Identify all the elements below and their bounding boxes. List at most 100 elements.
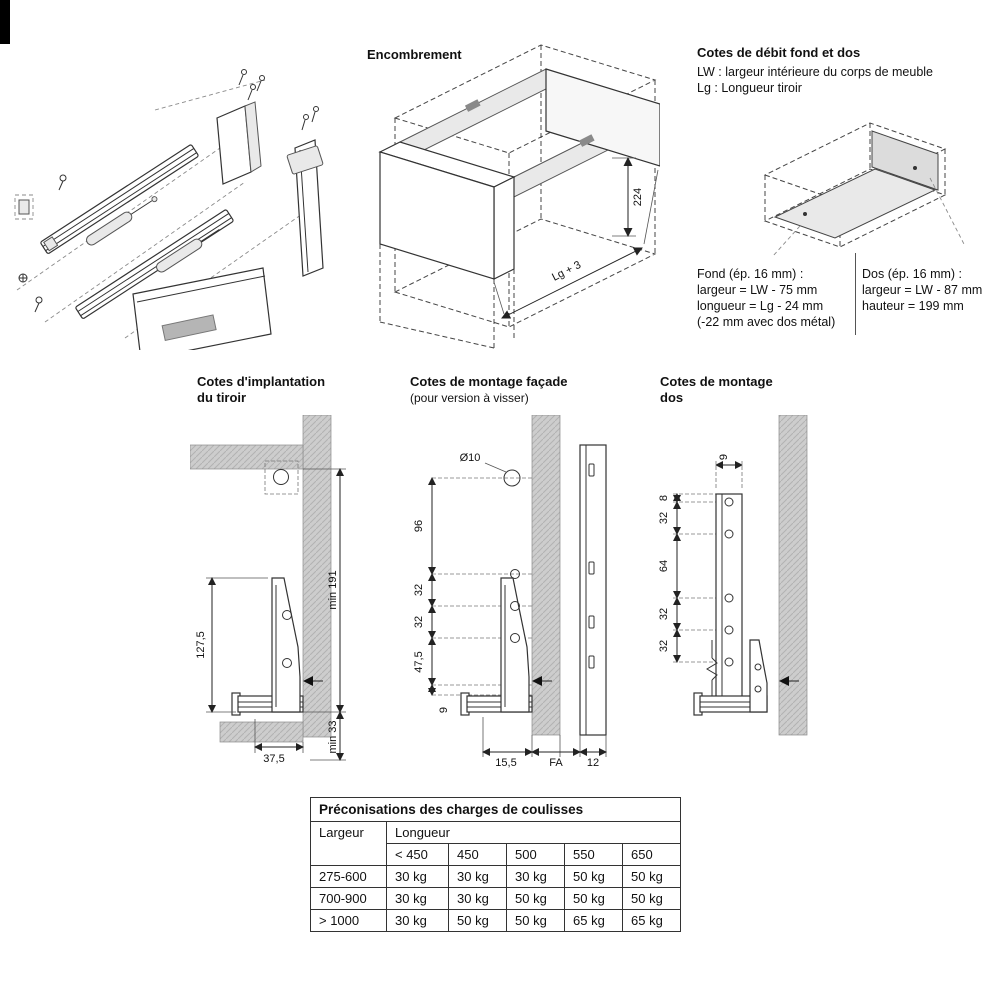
load-cell: 65 kg [564, 909, 623, 932]
length-col-header: 500 [506, 843, 565, 866]
dim-label-32b: 32 [658, 608, 670, 620]
fond-length: longueur = Lg - 24 mm [697, 299, 824, 313]
length-col-header: < 450 [386, 843, 449, 866]
implantation-title-line1: Cotes d'implantation [197, 374, 326, 389]
load-cell: 50 kg [564, 865, 623, 888]
load-capacity-table: Préconisations des charges de coulisses … [310, 797, 681, 932]
cabinet-top-panel [190, 444, 304, 470]
implantation-title-line2: du tiroir [197, 390, 247, 405]
dimension-min-33: min 33 [310, 711, 346, 761]
table-row: > 1000 30 kg 50 kg 50 kg 65 kg 65 kg [310, 909, 681, 932]
back-panel-dos [871, 130, 939, 191]
dimension-127-5: 127,5 [195, 577, 268, 713]
encombrement-drawing: 224 Lg + 3 [378, 44, 660, 349]
dim-label-d10: Ø10 [460, 452, 481, 464]
drawer-side-profile [271, 577, 301, 713]
dim-label-12: 12 [587, 757, 599, 769]
back-panel-strip [715, 493, 743, 701]
load-cell: 65 kg [622, 909, 681, 932]
dim-label-min-191: min 191 [327, 570, 339, 609]
drill-hole-d10: Ø10 [460, 452, 521, 487]
debit-lg-definition: Lg : Longueur tiroir [697, 81, 802, 95]
dim-label-47-5: 47,5 [413, 651, 425, 672]
load-cell: 30 kg [506, 865, 565, 888]
break-symbol [706, 640, 718, 696]
debit-title: Cotes de débit fond et dos [697, 45, 861, 60]
dim-label-min-33: min 33 [327, 720, 339, 753]
bottom-dimension-chain: 15,5 FA 12 [482, 717, 607, 769]
load-cell: 30 kg [448, 887, 507, 910]
dos-leader-line [929, 177, 966, 247]
load-cell: 30 kg [386, 887, 449, 910]
dimension-min-191: min 191 [303, 468, 346, 713]
drawer-body [378, 68, 660, 280]
side-rail-assembly-right [286, 106, 324, 277]
small-fittings [14, 174, 67, 313]
dim-label-32c: 32 [658, 640, 670, 652]
facade-title-line1: Cotes de montage façade [410, 374, 568, 389]
dos-width: largeur = LW - 87 mm [862, 283, 983, 297]
load-cell: 30 kg [386, 865, 449, 888]
front-panel-part [132, 267, 272, 350]
page-corner-mark [0, 0, 10, 44]
dim-label-32a: 32 [658, 512, 670, 524]
dim-label-fa: FA [549, 757, 563, 769]
facade-title-line2: (pour version à visser) [410, 391, 529, 405]
dim-label-8: 8 [658, 495, 670, 501]
table-title: Préconisations des charges de coulisses [310, 797, 681, 822]
dim-label-32b: 32 [413, 616, 425, 628]
exploded-assembly-drawing [14, 69, 324, 350]
cabinet-side-panel [531, 415, 561, 736]
vertical-dimension-chain: 96 32 32 47,5 9 [413, 477, 450, 713]
dim-label-9: 9 [718, 454, 730, 460]
cabinet-side-panel [778, 415, 808, 736]
montage-dos-title-line2: dos [660, 390, 684, 405]
montage-dos-diagram: 9 8 32 64 32 32 [658, 415, 808, 736]
dim-label-224: 224 [632, 188, 644, 206]
dim-label-127-5: 127,5 [195, 631, 207, 659]
fond-leader-line [772, 225, 801, 257]
encombrement-title: Encombrement [367, 47, 462, 62]
length-col-header: 450 [448, 843, 507, 866]
dim-label-96: 96 [413, 520, 425, 532]
front-latch-clip [578, 134, 595, 147]
load-cell: 50 kg [448, 909, 507, 932]
load-cell: 30 kg [386, 909, 449, 932]
row-header-width: > 1000 [310, 909, 387, 932]
reference-lines [673, 493, 716, 663]
dim-label-15-5: 15,5 [495, 757, 516, 769]
damper-cylinder [86, 196, 158, 246]
load-cell: 30 kg [448, 865, 507, 888]
drawer-rail-left [40, 144, 199, 254]
load-cell: 50 kg [506, 887, 565, 910]
fond-note: (-22 mm avec dos métal) [697, 315, 836, 329]
length-header-row: < 450 450 500 550 650 [311, 843, 681, 866]
facade-diagram: Ø10 96 32 32 47,5 [413, 415, 607, 769]
box-outline-dashed [763, 122, 947, 248]
dos-height: hauteur = 199 mm [862, 299, 964, 313]
dos-heading: Dos (ép. 16 mm) : [862, 267, 963, 281]
row-header-width: 700-900 [310, 887, 387, 910]
load-cell: 50 kg [622, 887, 681, 910]
back-panel-part [216, 101, 262, 185]
drawer-side-profile [749, 639, 768, 713]
dim-label-9: 9 [438, 707, 450, 713]
dim-label-37-5: 37,5 [263, 753, 284, 765]
montage-dos-title-line1: Cotes de montage [660, 374, 773, 389]
debit-box-drawing [763, 122, 966, 257]
fond-spec-block: Fond (ép. 16 mm) : largeur = LW - 75 mm … [697, 266, 835, 330]
montage-dos-title: Cotes de montage dos [660, 374, 773, 406]
dimension-37-5: 37,5 [254, 719, 304, 765]
cabinet-bottom-panel [219, 721, 304, 743]
length-col-header: 550 [564, 843, 623, 866]
table-row: 275-600 30 kg 30 kg 30 kg 50 kg 50 kg [310, 865, 681, 888]
load-cell: 50 kg [622, 865, 681, 888]
bottom-panel-fond [773, 168, 937, 239]
damper-cylinder [156, 228, 220, 273]
mount-direction-arrow [532, 676, 552, 686]
vertical-dimension-chain: 8 32 64 32 32 [658, 493, 681, 663]
facade-edge-strip [579, 444, 607, 736]
front-latch-clip [464, 99, 481, 112]
debit-text-divider [855, 253, 856, 335]
